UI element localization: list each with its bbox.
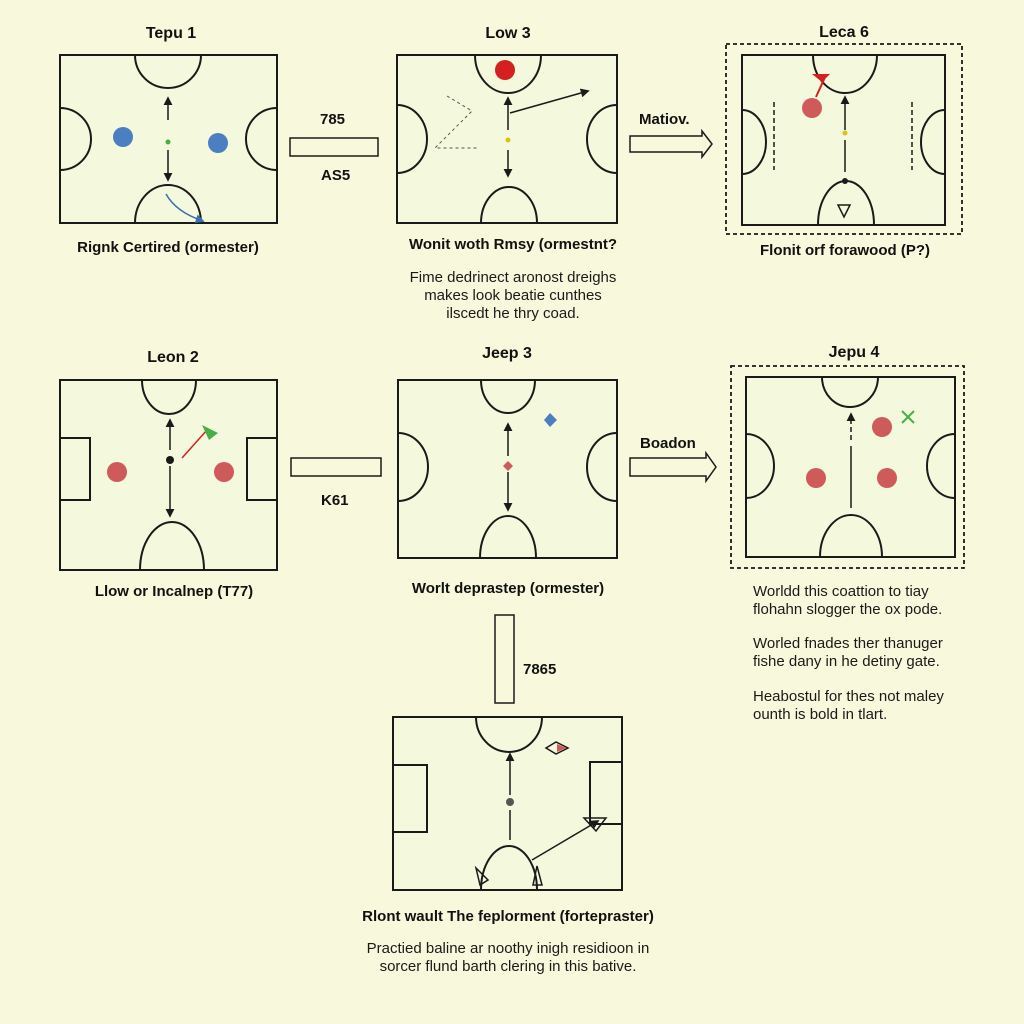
- yellow-marker: [505, 137, 511, 143]
- connector-bar-1: [289, 137, 379, 157]
- note-line: flohahn slogger the ox pode.: [753, 601, 943, 618]
- caption-leon2: Llow or Incalnep (T77): [94, 583, 254, 600]
- pitch-tepu1: [59, 54, 278, 224]
- note-line: Heabostul for thes not maley: [753, 688, 944, 705]
- connector-label-matiov: Matiov.: [639, 111, 690, 128]
- red-player-left: [107, 462, 127, 482]
- note-line: makes look beatie cunthes: [424, 287, 602, 304]
- caption-jeep3: Worlt deprastep (ormester): [411, 580, 605, 597]
- caption-leca6: Flonit orf forawood (P?): [760, 242, 930, 259]
- pitch-leca6: [725, 43, 963, 235]
- pitch-low3: [396, 54, 618, 224]
- title-tepu1: Tepu 1: [145, 25, 197, 42]
- note-line: Worldd this coattion to tiay: [753, 583, 929, 600]
- note-line: fishe dany in he detiny gate.: [753, 653, 940, 670]
- note-line: ilscedt he thry coad.: [446, 305, 580, 322]
- note-bottom: Practied baline ar noothy inigh residioo…: [318, 940, 698, 976]
- title-leon2: Leon 2: [147, 349, 199, 366]
- note-right-3: Heabostul for thes not maley ounth is bo…: [753, 688, 993, 724]
- title-low3: Low 3: [485, 25, 531, 42]
- connector-arrow-1: [629, 128, 713, 160]
- note-right-2: Worled fnades ther thanuger fishe dany i…: [753, 635, 993, 671]
- pitch-leon2: [59, 379, 278, 571]
- red-player: [495, 60, 515, 80]
- caption-bottom: Rlont wault The feplorment (fortepraster…: [362, 908, 654, 925]
- connector-label-7865: 7865: [523, 661, 557, 678]
- blue-player-left: [113, 127, 133, 147]
- note-line: Worled fnades ther thanuger: [753, 635, 943, 652]
- yellow-marker: [842, 130, 848, 136]
- connector-arrow-2: [629, 450, 717, 484]
- connector-label-as5: AS5: [321, 167, 351, 184]
- blue-arrow: [165, 193, 205, 223]
- pitch-bottom: [392, 716, 623, 891]
- connector-bar-vertical: [494, 614, 515, 704]
- pitch-jeep3: [397, 379, 618, 559]
- pitch-jepu4: [730, 365, 965, 569]
- note-line: Practied baline ar noothy inigh residioo…: [366, 940, 650, 957]
- note-line: ounth is bold in tlart.: [753, 706, 888, 723]
- note-low3: Fime dedrinect aronost dreighs makes loo…: [388, 269, 638, 323]
- connector-label-k61: K61: [321, 492, 349, 509]
- blue-player-right: [208, 133, 228, 153]
- connector-bar-2: [290, 457, 382, 477]
- note-right-1: Worldd this coattion to tiay flohahn slo…: [753, 583, 993, 619]
- note-line: sorcer flund barth clering in this bativ…: [379, 958, 637, 975]
- connector-label-785: 785: [320, 111, 346, 128]
- green-marker: [165, 139, 171, 145]
- caption-low3: Wonit woth Rmsy (ormestnt?: [408, 236, 618, 253]
- red-player-right: [214, 462, 234, 482]
- connectors: [289, 128, 717, 704]
- title-jepu4: Jepu 4: [828, 344, 880, 361]
- connector-label-boadon: Boadon: [640, 435, 696, 452]
- caption-tepu1: Rignk Certired (ormester): [77, 239, 259, 256]
- title-jeep3: Jeep 3: [482, 345, 532, 362]
- green-flag: [202, 425, 218, 440]
- red-player: [802, 98, 822, 118]
- note-line: Fime dedrinect aronost dreighs: [409, 269, 617, 286]
- title-leca6: Leca 6: [819, 24, 869, 41]
